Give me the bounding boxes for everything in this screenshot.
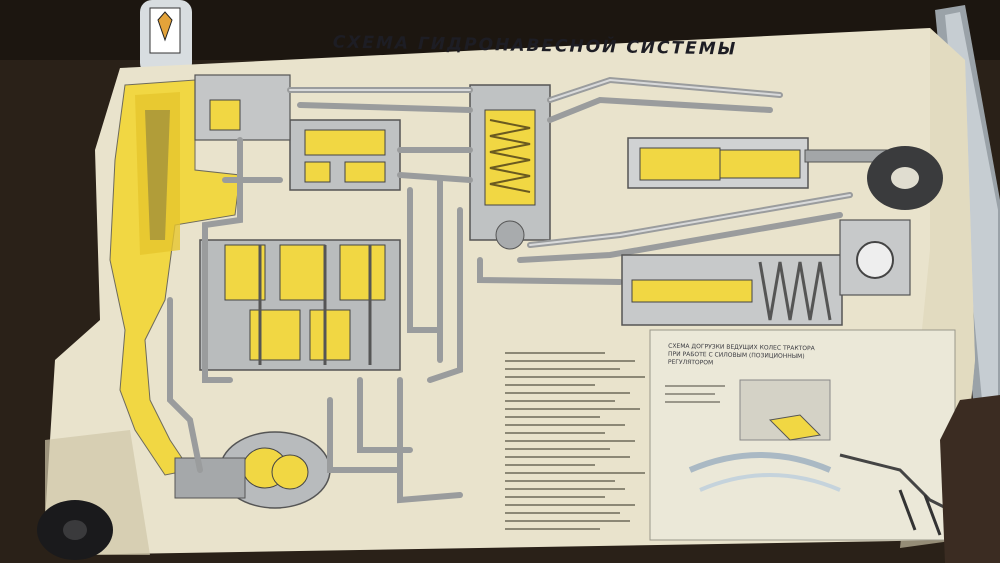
inset-diagram	[649, 329, 956, 541]
hydraulic-cylinder-upper	[627, 137, 896, 189]
inset-title: СХЕМА ДОГРУЗКИ ВЕДУЩИХ КОЛЕС ТРАКТОРА ПР…	[668, 343, 818, 370]
legend-lines	[505, 352, 645, 530]
dark-object-right	[940, 395, 1000, 563]
control-block	[194, 74, 291, 141]
distributor-block	[199, 239, 401, 371]
hitch-mechanism	[839, 219, 911, 296]
hydraulic-cylinder-lower	[621, 254, 843, 326]
spray-bottle	[140, 0, 192, 75]
upper-valve-block	[289, 119, 401, 191]
regulator-valve	[469, 84, 551, 250]
